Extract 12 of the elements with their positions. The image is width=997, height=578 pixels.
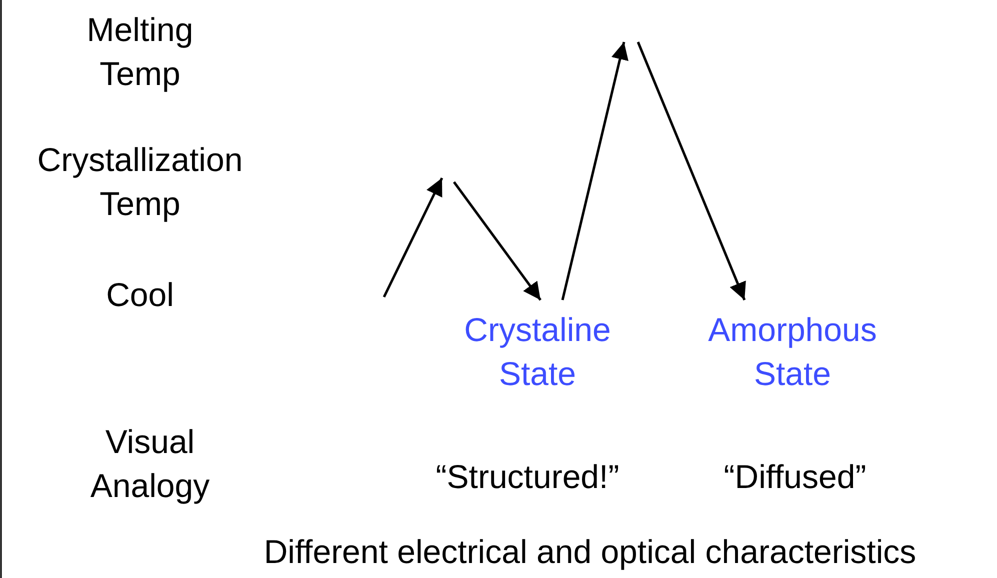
- temperature-label: Crystallization Temp: [36, 140, 244, 224]
- footer-note: Different electrical and optical characteristics: [262, 532, 918, 572]
- arrow: [453, 181, 542, 301]
- state-label: Amorphous State: [707, 310, 878, 394]
- temperature-label: Melting Temp: [86, 10, 194, 94]
- temperature-label: Cool: [105, 275, 175, 315]
- arrow: [636, 42, 746, 300]
- row-label: Visual Analogy: [89, 422, 211, 506]
- analogy-text: “Structured!”: [434, 457, 620, 497]
- arrow: [561, 42, 628, 300]
- analogy-text: “Diffused”: [722, 457, 868, 497]
- state-label: Crystaline State: [463, 310, 612, 394]
